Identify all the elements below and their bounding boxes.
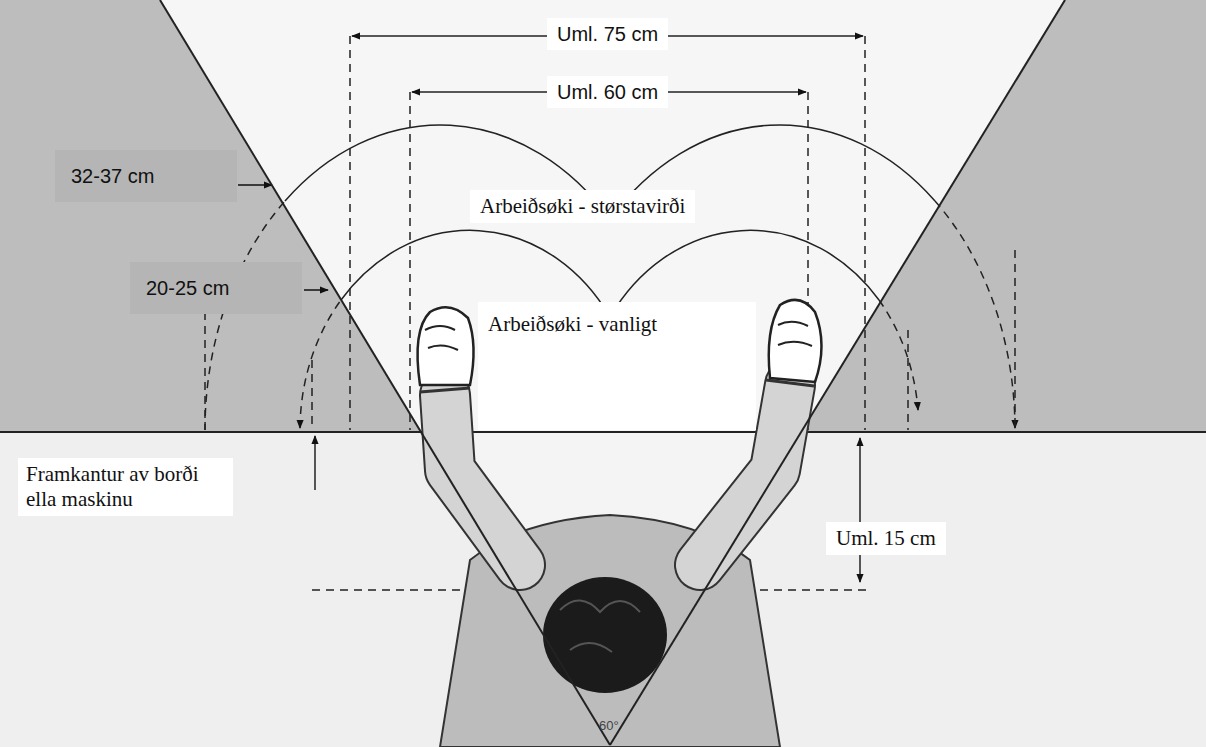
view-angle-lines (160, 0, 1065, 745)
width-dimensions (350, 36, 865, 430)
dimension-label: Uml. 15 cm (826, 522, 946, 555)
zone-label: Arbeiðsøki - vanligt (488, 312, 657, 337)
dimension-label: Uml. 75 cm (547, 18, 668, 50)
angle-label: 60° (597, 718, 621, 734)
zone-label: Arbeiðsøki - størstavirði (470, 190, 695, 223)
worker-figure (418, 300, 822, 747)
reach-label: 20-25 cm (130, 262, 302, 314)
floor-area (0, 432, 1206, 747)
leader-arrow (304, 289, 328, 291)
edge-note: Framkantur av borði ella maskinu (18, 458, 233, 516)
dimension-label: Uml. 60 cm (547, 76, 668, 108)
leader-arrow (238, 184, 272, 186)
table-edge (0, 431, 1206, 433)
label-panel (478, 302, 756, 430)
reach-label: 32-37 cm (55, 150, 237, 202)
